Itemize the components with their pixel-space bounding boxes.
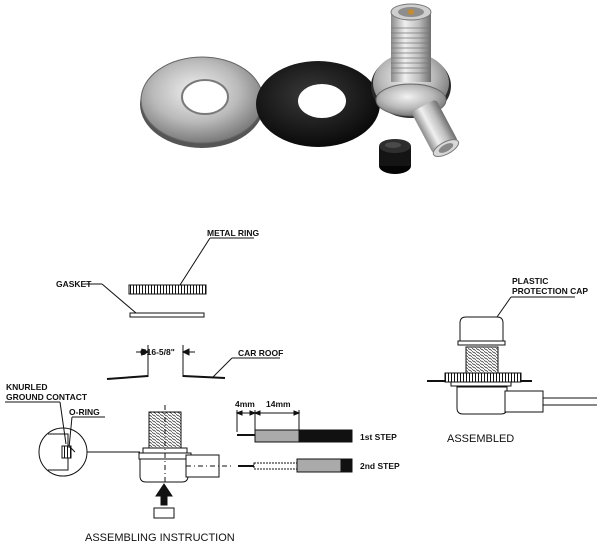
metal-ring-photo [140,56,264,148]
assembling-instruction-caption: ASSEMBLING INSTRUCTION [85,532,235,544]
cable-step-1 [235,410,353,443]
connector-drawing [138,405,232,490]
car-roof-label: CAR ROOF [238,348,283,358]
o-ring-label: O-RING [69,407,100,417]
cable-step-2 [238,458,353,473]
knurled-label-line2: GROUND CONTACT [6,392,88,402]
exploded-diagram [5,237,353,519]
plastic-cap-label-line2: PROTECTION CAP [512,286,588,296]
diameter-label: Ø16-5/8" [140,347,175,357]
dim-14mm-label: 14mm [266,399,291,409]
knurled-detail-circle [38,427,140,477]
gasket-label: GASKET [56,279,92,289]
step1-label: 1st STEP [360,432,397,442]
metal-ring-assembled [444,372,522,383]
assembled-diagram [427,296,597,415]
dim-4mm-label: 4mm [235,399,255,409]
plastic-cap-drawing [459,316,504,342]
metal-ring-label: METAL RING [207,228,259,238]
plastic-cap-photo [379,139,411,174]
knurled-label-line1: KNURLED [6,382,48,392]
push-up-arrow [153,483,175,519]
assembled-caption: ASSEMBLED [447,433,514,445]
rubber-gasket-photo [256,61,380,147]
step2-label: 2nd STEP [360,461,400,471]
product-photo [140,3,460,174]
car-roof-drawing [106,375,226,380]
plastic-cap-label-line1: PLASTIC [512,276,548,286]
metal-ring-drawing [128,284,207,295]
gasket-drawing [129,312,205,318]
connector-photo [371,3,460,157]
